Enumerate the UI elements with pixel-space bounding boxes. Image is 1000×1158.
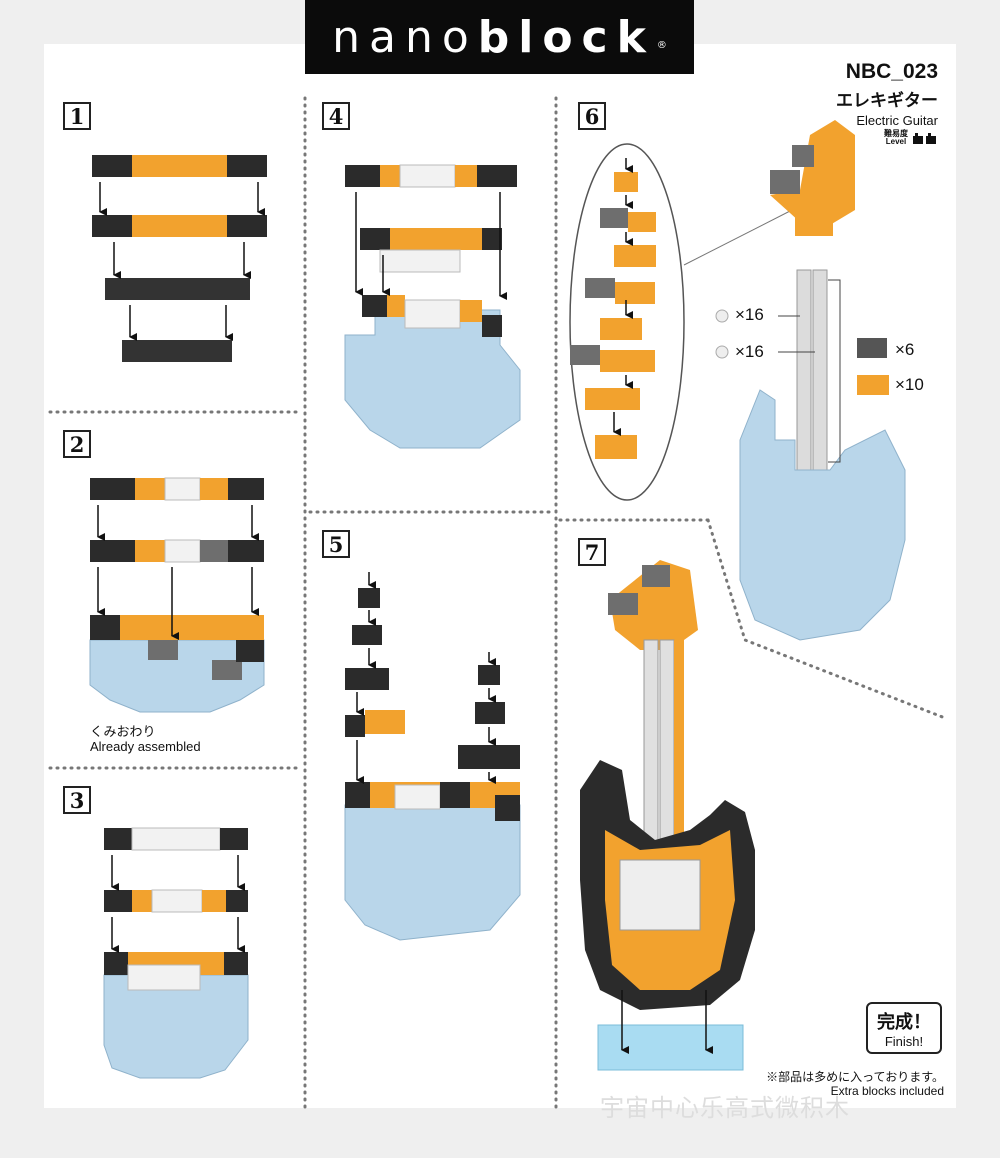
step-number-4: 4	[322, 102, 350, 130]
count-pin-a: ×16	[735, 305, 764, 324]
step-number-3: 3	[63, 786, 91, 814]
step4-illustration	[344, 164, 521, 449]
step5-illustration	[344, 572, 521, 941]
logo-bold: block	[477, 11, 655, 63]
product-title-en: Electric Guitar	[856, 113, 938, 128]
step3-illustration	[103, 827, 249, 1079]
step-number-2: 2	[63, 430, 91, 458]
extra-note-en: Extra blocks included	[830, 1084, 944, 1098]
extra-note-jp: ※部品は多めに入っております。	[766, 1070, 944, 1084]
level-icon	[913, 133, 936, 144]
step2-note: くみおわり Already assembled	[90, 724, 201, 754]
step7-illustration	[580, 560, 755, 1071]
logo-light: nano	[332, 11, 478, 63]
extra-note: ※部品は多めに入っております。 Extra blocks included	[766, 1070, 944, 1098]
finish-badge: 完成！ Finish!	[866, 1002, 942, 1054]
product-code: NBC_023	[845, 60, 938, 83]
count-dark-brick: ×6	[895, 340, 915, 359]
step-number-6: 6	[578, 102, 606, 130]
step1-illustration	[92, 155, 267, 362]
step-number-1: 1	[63, 102, 91, 130]
product-title-jp: エレキギター	[836, 91, 938, 110]
finish-en: Finish!	[884, 1034, 924, 1049]
step2-note-en: Already assembled	[90, 739, 201, 754]
finish-jp: 完成！	[877, 1012, 931, 1032]
step-number-7: 7	[578, 538, 606, 566]
watermark: 宇宙中心乐高式微积木	[600, 1095, 850, 1122]
count-orange-brick: ×10	[895, 375, 924, 394]
step-number-5: 5	[322, 530, 350, 558]
step2-note-jp: くみおわり	[90, 724, 156, 739]
step2-illustration	[89, 477, 265, 713]
count-pin-b: ×16	[735, 342, 764, 361]
logo-registered: ®	[656, 39, 667, 51]
step6-illustration	[569, 120, 906, 641]
